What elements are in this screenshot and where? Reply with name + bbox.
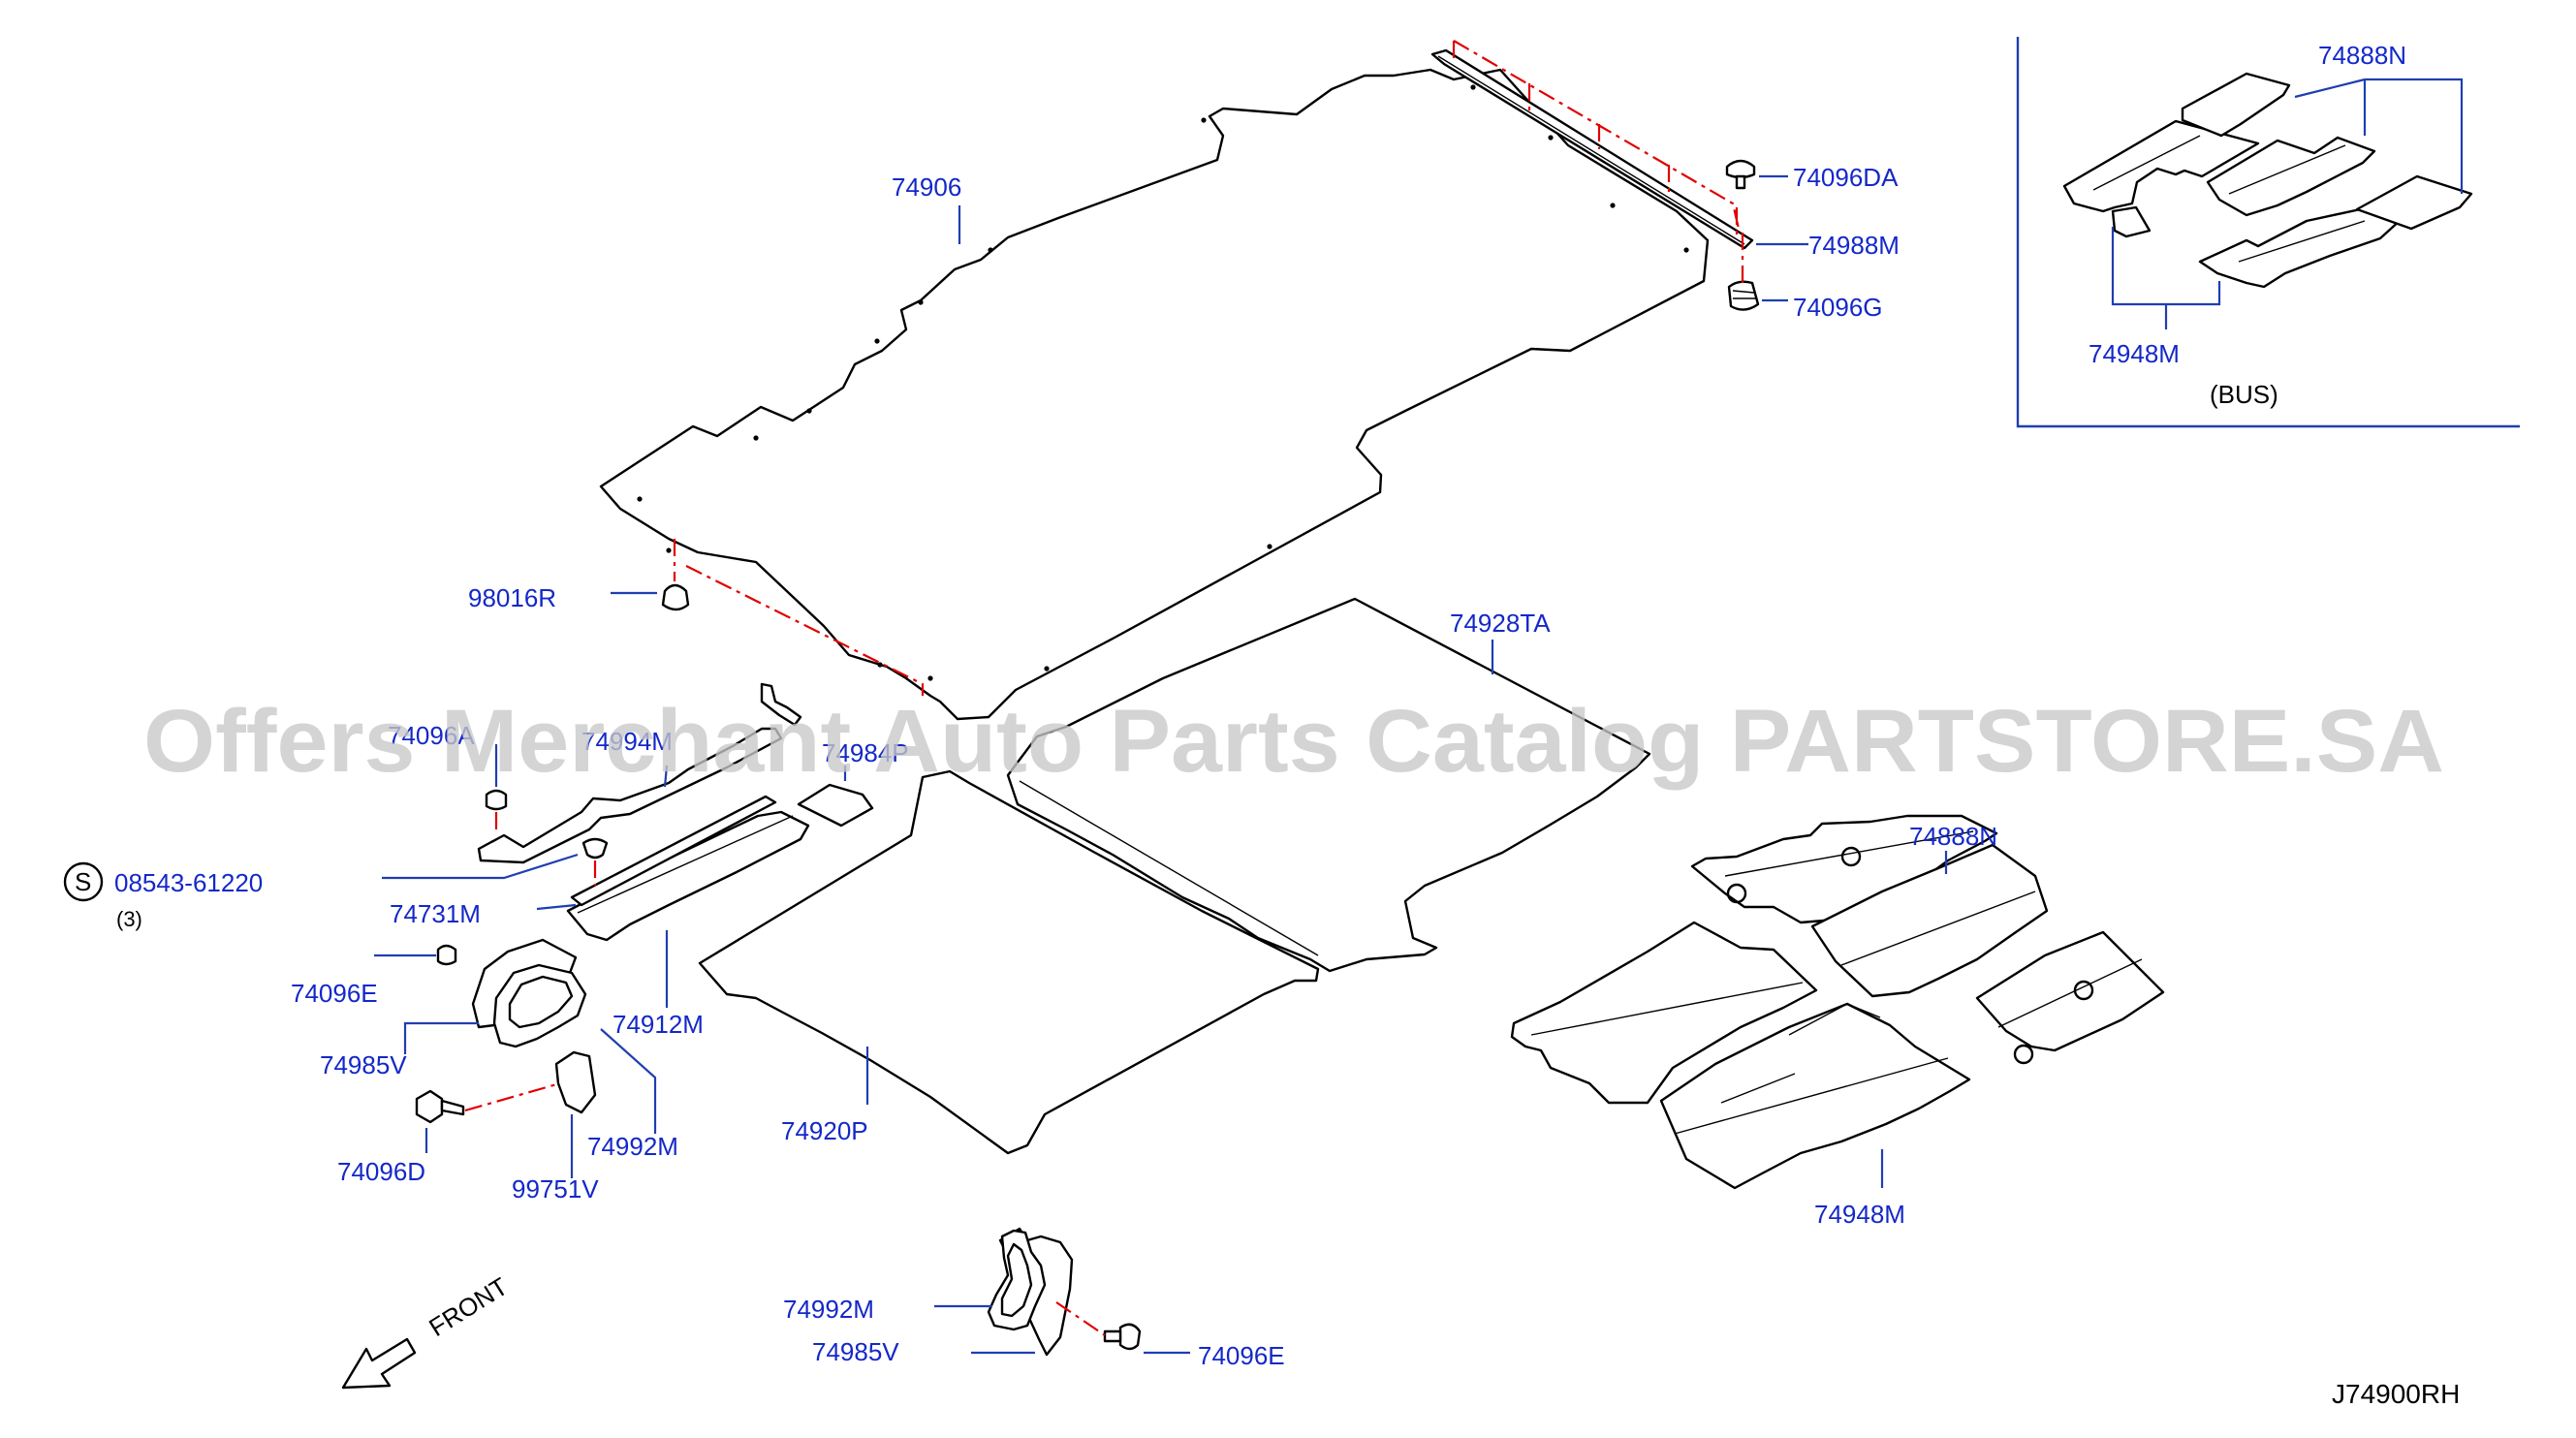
bus-mat-left-tab — [2111, 205, 2152, 238]
watermark: Offers Merchant Auto Parts Catalog PARTS… — [143, 692, 2444, 791]
bus-mat-right — [2355, 174, 2473, 231]
label-74920P[interactable]: 74920P — [781, 1116, 868, 1145]
label-74096E-b[interactable]: 74096E — [1198, 1341, 1285, 1370]
leader-74994M — [663, 765, 669, 788]
mat-74888N-right — [1975, 930, 2165, 1052]
floor-mats-right: 74888N 74948M — [1510, 814, 2165, 1229]
bus-mat-left — [2062, 119, 2260, 213]
clip-98016R — [661, 583, 690, 611]
label-99751V[interactable]: 99751V — [512, 1174, 599, 1204]
floor-mat-74906: 74906 74096DA 74988M 74096G — [599, 40, 1900, 721]
front-arrow-icon — [341, 1337, 417, 1390]
diagram-code: J74900RH — [2332, 1379, 2460, 1409]
bus-74888N-leader — [2294, 78, 2464, 194]
clip-74096E — [436, 944, 457, 966]
screw-qty: (3) — [116, 907, 142, 931]
label-74992M[interactable]: 74992M — [587, 1132, 678, 1161]
label-74096D[interactable]: 74096D — [337, 1157, 425, 1186]
label-74948M-bus[interactable]: 74948M — [2089, 339, 2180, 368]
clamp-99751V — [554, 1050, 597, 1114]
bus-mat-bottom — [2198, 206, 2403, 289]
label-74906[interactable]: 74906 — [892, 172, 961, 202]
label-74096DA[interactable]: 74096DA — [1793, 163, 1899, 192]
corner-parts-lower: 74992M 74985V 74096E — [783, 1227, 1285, 1370]
floor-mat-74928TA-outline — [1006, 597, 1651, 973]
label-74984P[interactable]: 74984P — [822, 738, 909, 767]
label-98016R[interactable]: 98016R — [468, 583, 556, 612]
bus-mat-top — [2181, 72, 2291, 138]
label-74985V-b[interactable]: 74985V — [812, 1337, 899, 1366]
screw-symbol: S — [75, 867, 91, 896]
rail-74994M — [477, 727, 783, 864]
floor-mat-74920P: 74920P — [698, 769, 1320, 1155]
leader-74731M-a — [382, 853, 579, 880]
left-side-trims: 74096A 74994M 74984P 74731M 74912M — [382, 682, 909, 1039]
label-74994M[interactable]: 74994M — [581, 727, 673, 756]
corner-parts-upper: 74096E 74985V 74992M 74096D 99751V — [291, 938, 678, 1204]
front-label: FRONT — [424, 1271, 513, 1342]
clip-98016R-group: 98016R — [468, 539, 925, 696]
strip-74988M — [1430, 48, 1754, 250]
bus-inset: 74888N 74948M (BUS) — [2016, 37, 2520, 428]
mat-74948M-left — [1510, 921, 1818, 1105]
clip-74096DA — [1725, 159, 1756, 179]
label-74992M-b[interactable]: 74992M — [783, 1295, 874, 1324]
label-74928TA[interactable]: 74928TA — [1450, 609, 1551, 638]
label-74096E[interactable]: 74096E — [291, 979, 378, 1008]
label-08543-61220[interactable]: 08543-61220 — [114, 868, 263, 897]
clip-74096A-second — [581, 837, 609, 860]
bus-inset-frame — [2016, 37, 2520, 428]
label-74985V[interactable]: 74985V — [320, 1050, 407, 1079]
clip-74096E-b — [1118, 1323, 1142, 1351]
label-74096G[interactable]: 74096G — [1793, 293, 1883, 322]
bus-label: (BUS) — [2210, 380, 2278, 409]
screw-symbol-circle — [63, 861, 104, 902]
label-74988M[interactable]: 74988M — [1808, 231, 1900, 260]
strip-74731M — [570, 795, 777, 907]
mat-74948M-right — [1659, 1002, 1971, 1190]
clip-74096G — [1727, 280, 1760, 311]
pad-74984P — [797, 783, 874, 828]
label-74888N-bus[interactable]: 74888N — [2318, 41, 2406, 70]
mat-74888N-top — [1690, 814, 1998, 924]
phantom-74988M — [1452, 40, 1741, 234]
screw-spec: S 08543-61220 (3) — [63, 861, 263, 931]
label-74731M[interactable]: 74731M — [390, 899, 481, 928]
label-74948M[interactable]: 74948M — [1814, 1200, 1905, 1229]
front-indicator: FRONT — [341, 1271, 513, 1390]
mat-74888N-middle — [1810, 843, 2049, 998]
floor-mat-74928TA: 74928TA — [1006, 597, 1651, 973]
leader-74992M — [600, 1028, 657, 1134]
clip-74096A — [485, 789, 508, 811]
bus-74948M-leader — [2111, 227, 2221, 329]
leader-74985V — [403, 1021, 479, 1054]
label-74888N[interactable]: 74888N — [1909, 822, 1997, 851]
leader-74731M-b — [536, 903, 577, 911]
panel-74912M — [566, 810, 810, 942]
floor-mat-74920P-outline — [698, 769, 1320, 1155]
bolt-74096D — [415, 1089, 444, 1124]
label-74912M[interactable]: 74912M — [613, 1010, 704, 1039]
phantom-98016R — [673, 539, 925, 696]
bus-mat-middle — [2206, 136, 2376, 217]
rail-74994M-hook — [760, 682, 802, 727]
label-74096A[interactable]: 74096A — [388, 721, 475, 750]
